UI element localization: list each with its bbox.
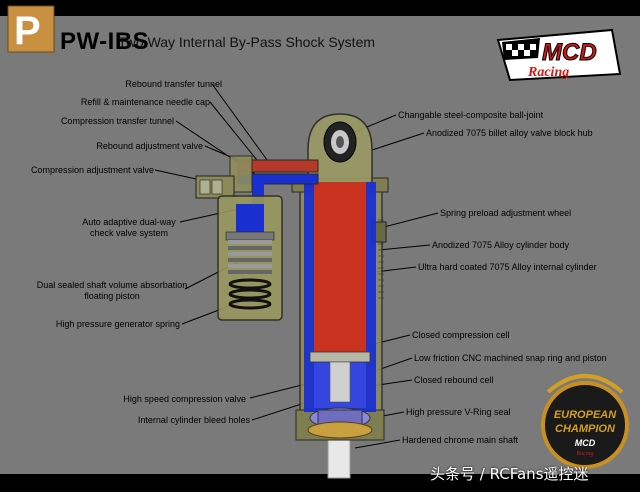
label-rebound-transfer-tunnel: Rebound transfer tunnel [125, 79, 222, 89]
label-cylinder-body: Anodized 7075 Alloy cylinder body [432, 240, 570, 250]
label-valve-block-hub: Anodized 7075 billet alloy valve block h… [426, 128, 593, 138]
label-check-valve-system: Auto adaptive dual-way check valve syste… [82, 217, 176, 238]
main-shaft [327, 437, 351, 479]
label-vring-seal: High pressure V-Ring seal [406, 407, 511, 417]
label-compression-transfer-tunnel: Compression transfer tunnel [60, 116, 174, 126]
brand-corner-badge: P [7, 5, 55, 53]
label-generator-spring: High pressure generator spring [55, 319, 180, 329]
label-bleed-holes: Internal cylinder bleed holes [137, 415, 250, 425]
badge-brand: MCD [575, 438, 596, 448]
model-subtitle: Two Way Internal By-Pass Shock System [118, 34, 376, 50]
label-floating-piston: Dual sealed shaft volume absorbation flo… [36, 280, 188, 301]
logo-brand: MCD [542, 39, 597, 66]
badge-line2: CHAMPION [555, 423, 616, 435]
badge-tagline: Racing [576, 451, 594, 457]
badge-line1: EUROPEAN [554, 409, 617, 421]
generator-spring [228, 278, 272, 310]
label-snap-ring-piston: Low friction CNC machined snap ring and … [414, 353, 607, 363]
label-main-shaft: Hardened chrome main shaft [402, 435, 519, 445]
badge-letter: P [14, 9, 41, 53]
label-compression-adjustment-valve: Compression adjustment valve [30, 165, 154, 175]
reservoir [217, 195, 283, 321]
model-title: PW-IBS [60, 28, 150, 55]
bottom-bar [0, 474, 640, 492]
label-high-speed-compression-valve: High speed compression valve [123, 394, 246, 404]
compression-adjuster [195, 175, 263, 217]
label-rebound-cell: Closed rebound cell [414, 375, 494, 385]
label-rebound-adjustment-valve: Rebound adjustment valve [96, 141, 203, 151]
european-champion-badge: EUROPEAN CHAMPION MCD Racing [541, 374, 629, 469]
label-compression-cell: Closed compression cell [412, 330, 510, 340]
top-bar [0, 0, 640, 16]
label-ball-joint: Changable steel-composite ball-joint [398, 110, 544, 120]
watermark-text: 头条号 / RCFans遥控迷 [430, 465, 589, 483]
label-preload-wheel: Spring preload adjustment wheel [440, 208, 572, 218]
label-internal-cylinder: Ultra hard coated 7075 Alloy internal cy… [418, 262, 597, 272]
label-refill-needle-cap: Refill & maintenance needle cap [80, 97, 210, 107]
mcd-logo: MCD Racing [496, 28, 622, 82]
valve-block-hub [307, 113, 373, 187]
floating-piston [228, 240, 272, 274]
logo-tagline: Racing [527, 65, 569, 80]
oil-passages [304, 182, 376, 439]
